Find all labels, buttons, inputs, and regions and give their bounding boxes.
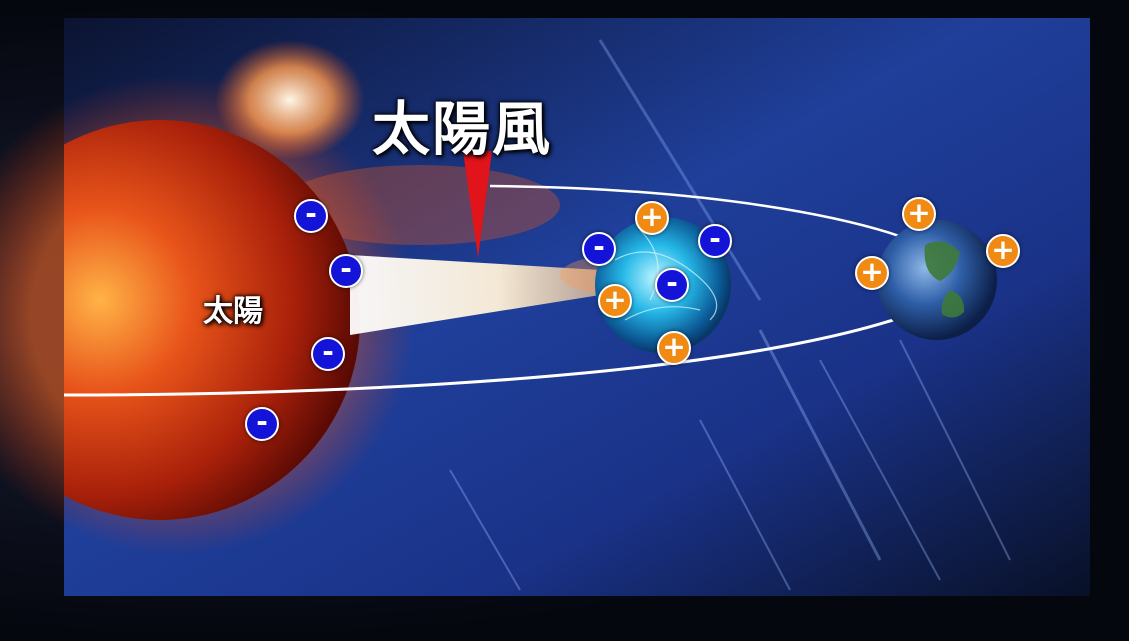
wind-pointer-arrow [463, 151, 492, 258]
solar-flare [215, 40, 365, 160]
positive-charge-icon: + [855, 256, 889, 290]
orbit-line-bottom [63, 298, 946, 397]
plasma-filaments [614, 229, 718, 321]
positive-charge-icon: + [986, 234, 1020, 268]
sun-label: 太陽 [203, 294, 263, 329]
light-streaks [449, 39, 1011, 591]
negative-charge-icon: - [329, 254, 363, 288]
positive-charge-icon: + [635, 201, 669, 235]
negative-charge-icon: - [698, 224, 732, 258]
corona-haze [280, 165, 560, 245]
sun [64, 120, 360, 520]
negative-charge-icon: - [582, 232, 616, 266]
solar-wind-beam [350, 255, 600, 335]
positive-charge-icon: + [902, 197, 936, 231]
negative-charge-icon: - [294, 199, 328, 233]
negative-charge-icon: - [245, 407, 279, 441]
earth-continents [924, 241, 965, 318]
negative-charge-icon: - [655, 268, 689, 302]
solar-wind-title: 太陽風 [372, 95, 553, 163]
positive-charge-icon: + [598, 284, 632, 318]
earth [877, 220, 997, 340]
negative-charge-icon: - [311, 337, 345, 371]
positive-charge-icon: + [657, 331, 691, 365]
